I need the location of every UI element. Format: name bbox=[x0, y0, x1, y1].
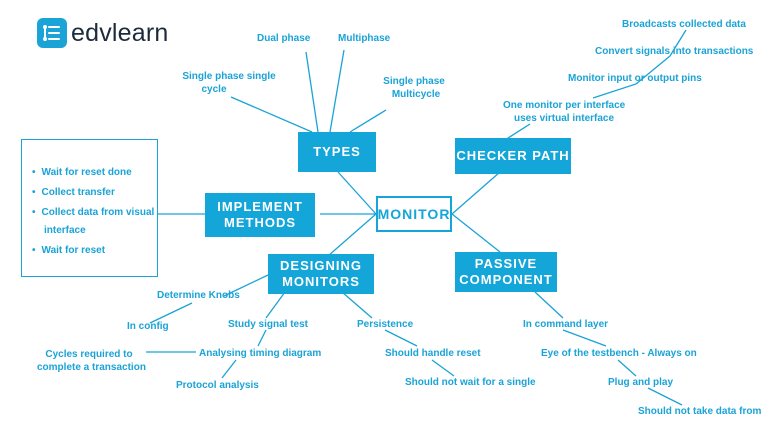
list-item: Wait for reset bbox=[32, 244, 106, 257]
designing-item-cycles-required: Cycles required to bbox=[45, 349, 133, 360]
implement-methods-list: Wait for reset done Collect transfer Col… bbox=[21, 139, 158, 277]
passive-item-should-not-take-data: Should not take data from bbox=[638, 406, 762, 417]
types-item-multicycle: Multicycle bbox=[391, 89, 441, 100]
checker-item-convert-signals: Convert signals into transactions bbox=[595, 46, 754, 57]
passive-component-node[interactable]: PASSIVE COMPONENT bbox=[455, 252, 557, 292]
designing-item-in-config: In config bbox=[127, 321, 169, 332]
types-item-multiphase: Multiphase bbox=[338, 33, 391, 44]
designing-item-study-signal: Study signal test bbox=[228, 319, 309, 330]
brand-name: edvlearn bbox=[71, 18, 169, 47]
designing-title-line1: DESIGNING bbox=[280, 258, 362, 273]
types-item-cycle: cycle bbox=[201, 84, 227, 95]
types-item-single-phase-single: Single phase single bbox=[182, 71, 276, 82]
passive-item-command-layer: In command layer bbox=[523, 319, 609, 330]
implement-title-line2: METHODS bbox=[224, 215, 296, 230]
checker-item-one-monitor: One monitor per interface bbox=[503, 100, 626, 111]
checker-item-virtual-interface: uses virtual interface bbox=[514, 113, 615, 124]
list-item-continuation: interface bbox=[44, 225, 86, 236]
passive-item-plug-and-play: Plug and play bbox=[608, 377, 674, 388]
designing-monitors-node[interactable]: DESIGNING MONITORS bbox=[268, 254, 374, 294]
implement-methods-node[interactable]: IMPLEMENT METHODS bbox=[205, 193, 315, 237]
brand-logo[interactable]: edvlearn bbox=[37, 18, 169, 48]
designing-title-line2: MONITORS bbox=[282, 274, 360, 289]
types-title: TYPES bbox=[313, 144, 361, 159]
passive-title-line2: COMPONENT bbox=[459, 272, 553, 287]
edvlearn-logo-icon bbox=[37, 18, 67, 48]
passive-title-line1: PASSIVE bbox=[474, 256, 538, 271]
monitor-node[interactable]: MONITOR bbox=[376, 196, 452, 232]
passive-item-eye-of-testbench: Eye of the testbench - Always on bbox=[541, 348, 697, 359]
designing-item-complete-transaction: complete a transaction bbox=[37, 362, 146, 373]
designing-item-handle-reset: Should handle reset bbox=[385, 348, 481, 359]
designing-item-should-not-wait: Should not wait for a single bbox=[405, 377, 536, 388]
designing-item-determine-knobs: Determine Knobs bbox=[157, 290, 240, 301]
list-item: Wait for reset done bbox=[32, 166, 132, 179]
implement-title-line1: IMPLEMENT bbox=[217, 199, 303, 214]
checker-path-title: CHECKER PATH bbox=[456, 148, 570, 163]
types-item-dual-phase: Dual phase bbox=[257, 33, 311, 44]
designing-item-protocol-analysis: Protocol analysis bbox=[176, 380, 259, 391]
checker-item-broadcasts: Broadcasts collected data bbox=[622, 19, 746, 30]
list-item: Collect data from visual bbox=[32, 206, 155, 219]
list-item: Collect transfer bbox=[32, 186, 115, 199]
designing-item-persistence: Persistence bbox=[357, 319, 414, 330]
types-item-single-phase: Single phase bbox=[383, 76, 445, 87]
designing-item-timing-diagram: Analysing timing diagram bbox=[199, 348, 322, 359]
types-node[interactable]: TYPES bbox=[298, 132, 376, 172]
checker-item-monitor-pins: Monitor input or output pins bbox=[568, 73, 702, 84]
checker-path-node[interactable]: CHECKER PATH bbox=[455, 138, 571, 174]
